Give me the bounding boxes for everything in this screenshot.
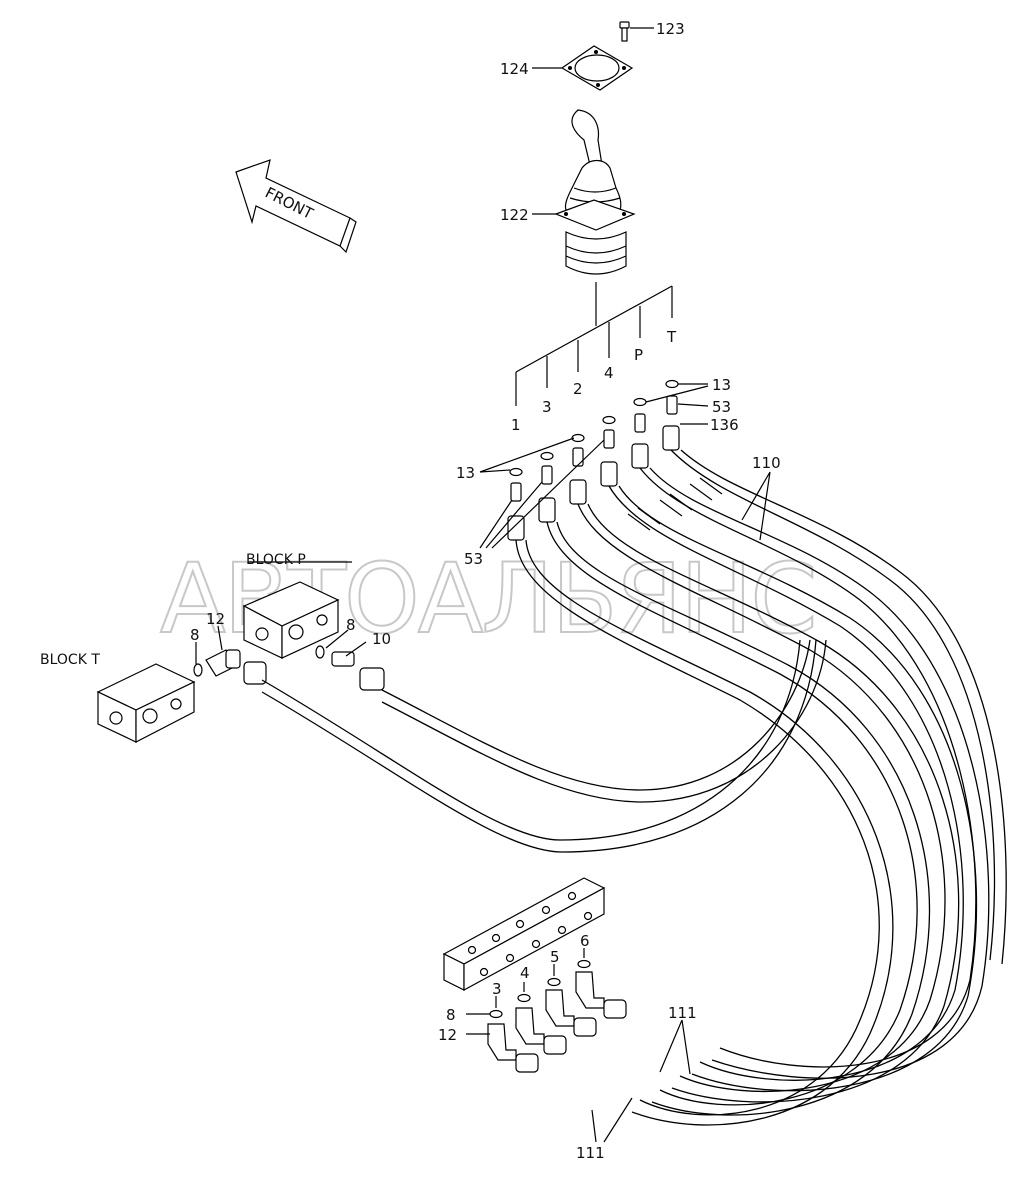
callout-124: 124 bbox=[500, 60, 529, 78]
block-fittings bbox=[193, 645, 385, 691]
callout-122: 122 bbox=[500, 206, 529, 224]
callout-12-left: 12 bbox=[206, 610, 225, 628]
port-t-label: T bbox=[666, 328, 677, 346]
joystick-lever-122 bbox=[554, 109, 636, 275]
port-2-label: 2 bbox=[573, 380, 583, 398]
callout-136: 136 bbox=[710, 416, 739, 434]
callout-8-mid: 8 bbox=[346, 616, 356, 634]
port-3-label: 3 bbox=[542, 398, 552, 416]
manifold-port-4: 4 bbox=[520, 964, 530, 982]
callout-10: 10 bbox=[372, 630, 391, 648]
block-t bbox=[96, 663, 196, 743]
callout-12-bottom: 12 bbox=[438, 1026, 457, 1044]
front-direction-arrow: FRONT bbox=[235, 159, 357, 254]
block-p bbox=[242, 581, 340, 659]
port-fittings bbox=[507, 379, 680, 541]
block-p-label: BLOCK P bbox=[246, 552, 306, 568]
labels: 123 124 122 1 3 2 4 P T 13 53 136 13 53 … bbox=[40, 20, 781, 1162]
bolt-123 bbox=[619, 21, 630, 42]
port-4-label: 4 bbox=[604, 364, 614, 382]
port-1-label: 1 bbox=[511, 416, 521, 434]
callout-8-bottom: 8 bbox=[446, 1006, 456, 1024]
callout-111-right: 111 bbox=[668, 1004, 697, 1022]
block-t-label: BLOCK T bbox=[40, 652, 100, 668]
port-p-label: P bbox=[634, 346, 643, 364]
callout-13-top: 13 bbox=[712, 376, 731, 394]
callout-111-bottom: 111 bbox=[576, 1144, 605, 1162]
mounting-plate-124 bbox=[560, 45, 634, 91]
manifold-port-5: 5 bbox=[550, 948, 560, 966]
hoses-110 bbox=[515, 449, 1007, 1126]
leader-lines bbox=[195, 27, 771, 1143]
block-hoses bbox=[261, 639, 827, 853]
callout-110: 110 bbox=[752, 454, 781, 472]
callout-13-left: 13 bbox=[456, 464, 475, 482]
callout-8-left: 8 bbox=[190, 626, 200, 644]
port-leader-tree bbox=[515, 282, 673, 406]
manifold-fittings bbox=[487, 959, 627, 1073]
manifold-block bbox=[442, 877, 606, 992]
manifold-port-3: 3 bbox=[492, 980, 502, 998]
callout-123: 123 bbox=[656, 20, 685, 38]
callout-53-left: 53 bbox=[464, 550, 483, 568]
manifold-port-6: 6 bbox=[580, 932, 590, 950]
callout-53-top: 53 bbox=[712, 398, 731, 416]
